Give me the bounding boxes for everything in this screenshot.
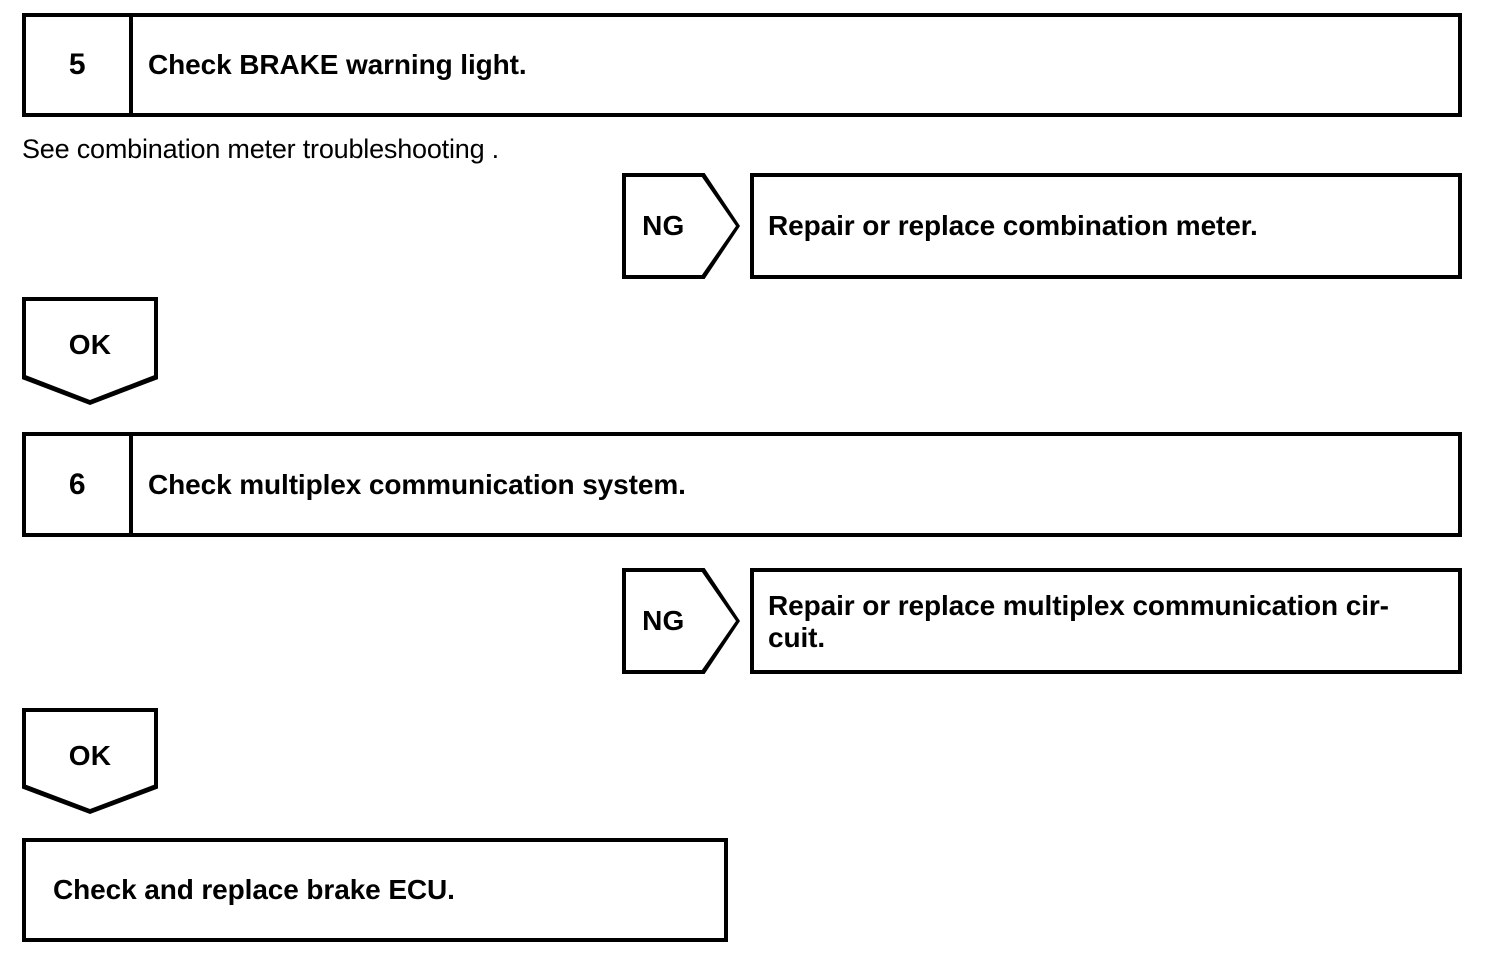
step-6-ng-result-text: Repair or replace multiplex communicatio…	[754, 572, 1391, 655]
step-5-number: 5	[68, 48, 87, 81]
step-6-ng-result-box: Repair or replace multiplex communicatio…	[750, 568, 1462, 674]
step-5-ok-label: OK	[68, 329, 112, 360]
step-5-box: 5 Check BRAKE warning light.	[22, 13, 1462, 117]
step-5-ok-arrow: OK	[22, 297, 158, 405]
step-6-number: 6	[68, 467, 87, 501]
step-6-title: Check multiplex communication system.	[148, 468, 686, 500]
step-5-number-cell: 5	[26, 17, 133, 113]
step-6-title-cell: Check multiplex communication system.	[133, 436, 1458, 533]
step-6-ng-arrow: NG	[622, 568, 740, 674]
step-6-number-cell: 6	[26, 436, 133, 533]
step-6-box: 6 Check multiplex communication system.	[22, 432, 1462, 537]
step-5-ng-result-box: Repair or replace combination meter.	[750, 173, 1462, 279]
step-6-ok-label: OK	[68, 740, 112, 771]
step-6-ok-arrow-fill	[26, 712, 154, 809]
final-action-box: Check and replace brake ECU.	[22, 838, 728, 942]
step-5-title: Check BRAKE warning light.	[148, 49, 527, 81]
step-6-ng-result-line-2: cuit.	[768, 622, 826, 654]
step-5-title-cell: Check BRAKE warning light.	[133, 17, 1458, 113]
final-action-text: Check and replace brake ECU.	[53, 873, 455, 905]
step-5-ng-label: NG	[642, 210, 685, 241]
step-6-ng-result-line-1: Repair or replace multiplex communicatio…	[768, 590, 1389, 621]
step-5-ng-result-text: Repair or replace combination meter.	[768, 209, 1258, 241]
step-6-ng-label: NG	[642, 605, 685, 636]
step-5-ng-arrow: NG	[622, 173, 740, 279]
step-5-note: See combination meter troubleshooting .	[22, 134, 499, 164]
step-6-ok-arrow: OK	[22, 708, 158, 814]
